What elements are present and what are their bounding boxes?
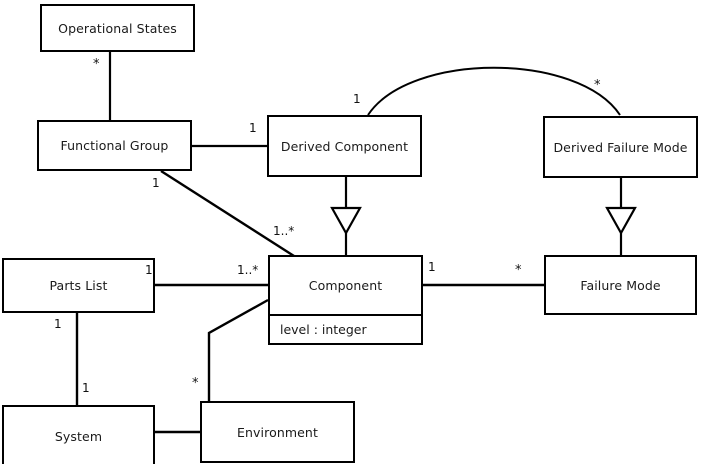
class-box-derived-failure-mode[interactable]: Derived Failure Mode: [543, 116, 698, 178]
class-name-system: System: [54, 428, 103, 444]
class-box-operational-states[interactable]: Operational States: [40, 4, 195, 52]
multiplicity-component-failure-mode-left: 1: [428, 260, 436, 274]
class-name-derived-failure-mode: Derived Failure Mode: [553, 139, 688, 155]
multiplicity-environment-component: *: [192, 376, 199, 391]
multiplicity-derived-failure-mode-arc: *: [594, 78, 601, 93]
class-box-system[interactable]: System: [2, 405, 155, 464]
multiplicity-parts-list-component-right: 1..*: [237, 263, 259, 277]
multiplicity-parts-list-component-left: 1: [145, 263, 153, 277]
class-name-parts-list: Parts List: [49, 278, 108, 293]
generalization-triangle-component: [330, 206, 362, 236]
edge-functional-group-component: [160, 169, 295, 258]
class-name-failure-mode: Failure Mode: [580, 277, 661, 293]
multiplicity-component-failure-mode-right: *: [515, 263, 522, 278]
class-box-component[interactable]: Component level : integer: [268, 255, 423, 345]
multiplicity-derived-component-arc: 1: [353, 92, 361, 106]
multiplicity-parts-list-system-bottom: 1: [82, 381, 90, 395]
edge-derived-component-derived-failure-mode-arc: [367, 66, 621, 116]
class-name-operational-states: Operational States: [58, 20, 177, 36]
class-name-environment: Environment: [237, 424, 318, 440]
class-box-environment[interactable]: Environment: [200, 401, 355, 463]
class-box-functional-group[interactable]: Functional Group: [37, 120, 192, 171]
class-name-derived-component: Derived Component: [280, 138, 409, 154]
generalization-triangle-failure-mode: [605, 206, 637, 236]
class-box-parts-list[interactable]: Parts List: [2, 258, 155, 313]
class-attribute-component-level: level : integer: [270, 314, 421, 343]
multiplicity-component-functional-group: 1..*: [273, 224, 295, 238]
class-name-functional-group: Functional Group: [60, 138, 169, 153]
multiplicity-functional-group-component: 1: [152, 176, 160, 190]
multiplicity-parts-list-system-top: 1: [54, 317, 62, 331]
edge-environment-component: [207, 298, 269, 401]
class-box-failure-mode[interactable]: Failure Mode: [544, 255, 697, 315]
class-name-component: Component: [308, 278, 383, 293]
class-box-derived-component[interactable]: Derived Component: [267, 115, 422, 177]
multiplicity-functional-group-derived-component: 1: [249, 121, 257, 135]
multiplicity-operational-states-functional-group: *: [93, 57, 100, 72]
